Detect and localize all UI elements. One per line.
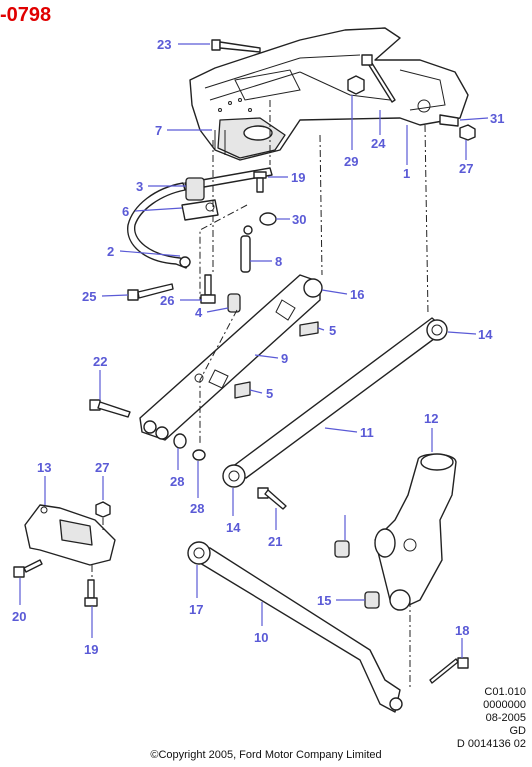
- doc-code: -0798: [0, 4, 52, 26]
- nut-28-left: [173, 433, 187, 449]
- callout-31: 31: [490, 111, 504, 126]
- ref-line-5: D 0014136 02: [456, 738, 526, 750]
- bush-4: [227, 293, 241, 313]
- callout-9: 9: [281, 351, 288, 366]
- callout-16: 16: [350, 287, 364, 302]
- callout-28-right: 28: [190, 501, 204, 516]
- bolt-31: [439, 114, 459, 127]
- bolt-19-lower: [84, 579, 98, 607]
- leader-lines: [19, 43, 489, 658]
- bolt-20: [13, 559, 43, 578]
- nut-27-upper: [459, 124, 476, 141]
- bolt-19-upper: [253, 171, 267, 193]
- lateral-arm-11: [222, 317, 448, 488]
- nut-28-right: [192, 449, 206, 461]
- bolt-18: [429, 657, 469, 684]
- callout-17: 17: [189, 602, 203, 617]
- lower-arm-9: [139, 274, 323, 441]
- bolt-21: [257, 487, 287, 510]
- callout-12: 12: [424, 411, 438, 426]
- callout-20: 20: [12, 609, 26, 624]
- bolt-25: [127, 283, 174, 301]
- callout-2: 2: [107, 244, 114, 259]
- callout-27-lower: 27: [95, 460, 109, 475]
- callout-24: 24: [371, 136, 386, 151]
- bolt-24: [361, 54, 396, 103]
- ref-line-1: C01.010: [484, 686, 526, 698]
- mounting-bracket-13: [24, 504, 116, 566]
- callout-14-upper: 14: [478, 327, 493, 342]
- bolt-23: [211, 39, 261, 53]
- callout-14-lower: 14: [226, 520, 241, 535]
- callout-25: 25: [82, 289, 96, 304]
- callout-6: 6: [122, 204, 129, 219]
- callout-3: 3: [136, 179, 143, 194]
- nut-29: [347, 75, 365, 95]
- callout-19-upper: 19: [291, 170, 305, 185]
- rubber-pad-5-lower: [234, 381, 251, 399]
- alignment-lines: [91, 100, 429, 690]
- callout-5-lower: 5: [266, 386, 273, 401]
- callout-21: 21: [268, 534, 282, 549]
- callout-5-upper: 5: [329, 323, 336, 338]
- bush-14-lower: [334, 540, 350, 558]
- nut-27-lower: [95, 501, 111, 518]
- rubber-pad-5-upper: [299, 321, 319, 337]
- callout-23: 23: [157, 37, 171, 52]
- callout-11: 11: [360, 425, 374, 440]
- callout-27-upper: 27: [459, 161, 473, 176]
- callout-19-lower: 19: [84, 642, 98, 657]
- callout-1: 1: [403, 166, 410, 181]
- copyright-notice: ©Copyright 2005, Ford Motor Company Limi…: [150, 749, 382, 761]
- ref-line-3: 08-2005: [485, 712, 526, 724]
- callout-4: 4: [195, 305, 203, 320]
- ref-line-2: 0000000: [483, 699, 526, 711]
- callout-22: 22: [93, 354, 107, 369]
- ref-line-4: GD: [509, 725, 527, 737]
- bolt-22: [89, 399, 131, 418]
- callout-labels: 23 24 29 31 27 1 7 3 19 6 30 2 8 16 25 2…: [12, 37, 504, 657]
- callout-28-left: 28: [170, 474, 184, 489]
- callout-8: 8: [275, 254, 282, 269]
- callout-18: 18: [455, 623, 469, 638]
- callout-10: 10: [254, 630, 268, 645]
- bolt-26: [200, 274, 216, 304]
- nut-30: [259, 212, 277, 226]
- bush-15: [364, 591, 380, 609]
- callout-26: 26: [160, 293, 174, 308]
- callout-15: 15: [317, 593, 331, 608]
- bracket-6: [181, 199, 219, 221]
- wheel-knuckle-12: [374, 453, 457, 611]
- rear-subframe: [189, 27, 469, 161]
- callout-13: 13: [37, 460, 51, 475]
- stabilizer-bar: [127, 167, 273, 269]
- bush-3: [185, 177, 205, 201]
- callout-7: 7: [155, 123, 162, 138]
- callout-30: 30: [292, 212, 306, 227]
- callout-29: 29: [344, 154, 358, 169]
- trailing-arm-10: [187, 541, 403, 713]
- stabilizer-link-8: [240, 225, 253, 273]
